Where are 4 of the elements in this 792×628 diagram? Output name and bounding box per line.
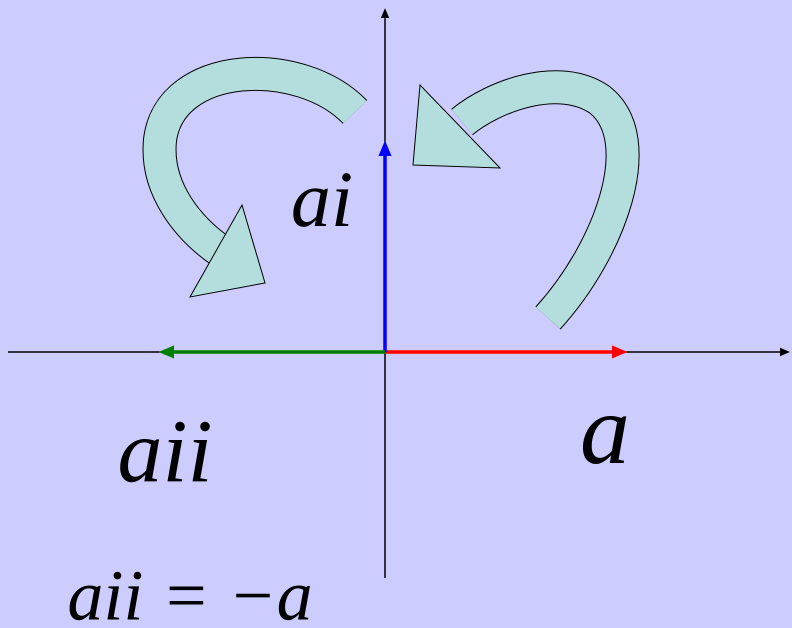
math-label: aii = −a bbox=[70, 572, 310, 620]
math-label: a bbox=[582, 416, 626, 464]
math-label: ai bbox=[293, 173, 351, 227]
math-label: aii bbox=[120, 422, 210, 482]
